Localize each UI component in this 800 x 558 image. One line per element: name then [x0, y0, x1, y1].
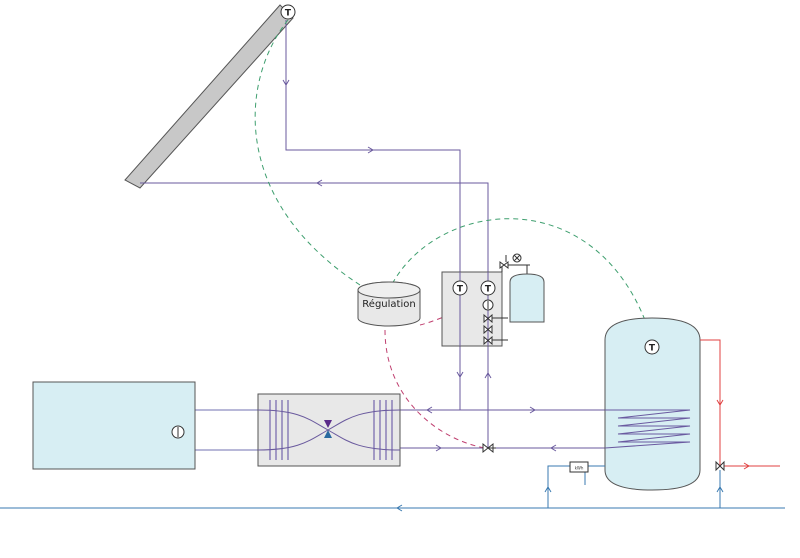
flow-arrow-icon [316, 179, 323, 187]
flow-arrow-icon [456, 371, 464, 378]
tank-heating-coil [604, 409, 691, 449]
station-temperature-sensor-1[interactable]: T [452, 280, 468, 296]
pressure-gauge-icon[interactable] [512, 253, 522, 263]
flow-arrow-icon [282, 79, 290, 86]
tank-temperature-sensor[interactable]: T [644, 339, 660, 355]
flow-arrow-icon [367, 146, 374, 154]
collector-temperature-sensor[interactable]: T [280, 4, 296, 20]
sensor-label: T [485, 285, 492, 295]
buffer-tank[interactable] [32, 381, 196, 470]
flow-arrows [282, 79, 557, 452]
flow-arrow-icon [529, 406, 536, 414]
regulation-label: Régulation [362, 298, 415, 310]
meter-label: kWh [575, 466, 584, 471]
flow-arrow-icon [550, 444, 557, 452]
station-temperature-sensor-2[interactable]: T [480, 280, 496, 296]
solar-collector[interactable] [124, 4, 294, 189]
heat-exchanger[interactable] [257, 393, 401, 467]
circulation-valve-icon[interactable] [482, 442, 496, 454]
heat-meter[interactable]: kWh [569, 461, 589, 473]
heat-exchanger-pump-icon[interactable] [324, 420, 332, 438]
expansion-vessel[interactable] [509, 265, 545, 323]
regulation-controller[interactable]: Régulation [357, 281, 421, 327]
sensor-label: T [649, 344, 656, 354]
flow-arrow-icon [426, 406, 433, 414]
sensor-label: T [285, 9, 292, 19]
safety-valve-icon[interactable] [499, 255, 530, 272]
signal-lines [254, 19, 653, 449]
station-pump-icon[interactable] [482, 299, 494, 311]
flow-arrow-icon [435, 444, 442, 452]
buffer-pump-icon[interactable] [171, 425, 185, 439]
hot-water-line [700, 339, 780, 470]
valve-icon[interactable] [483, 313, 493, 346]
storage-tank[interactable] [604, 317, 701, 491]
sensor-label: T [457, 285, 464, 295]
mixing-valve-icon[interactable] [715, 460, 725, 472]
flow-arrow-icon [484, 372, 492, 379]
